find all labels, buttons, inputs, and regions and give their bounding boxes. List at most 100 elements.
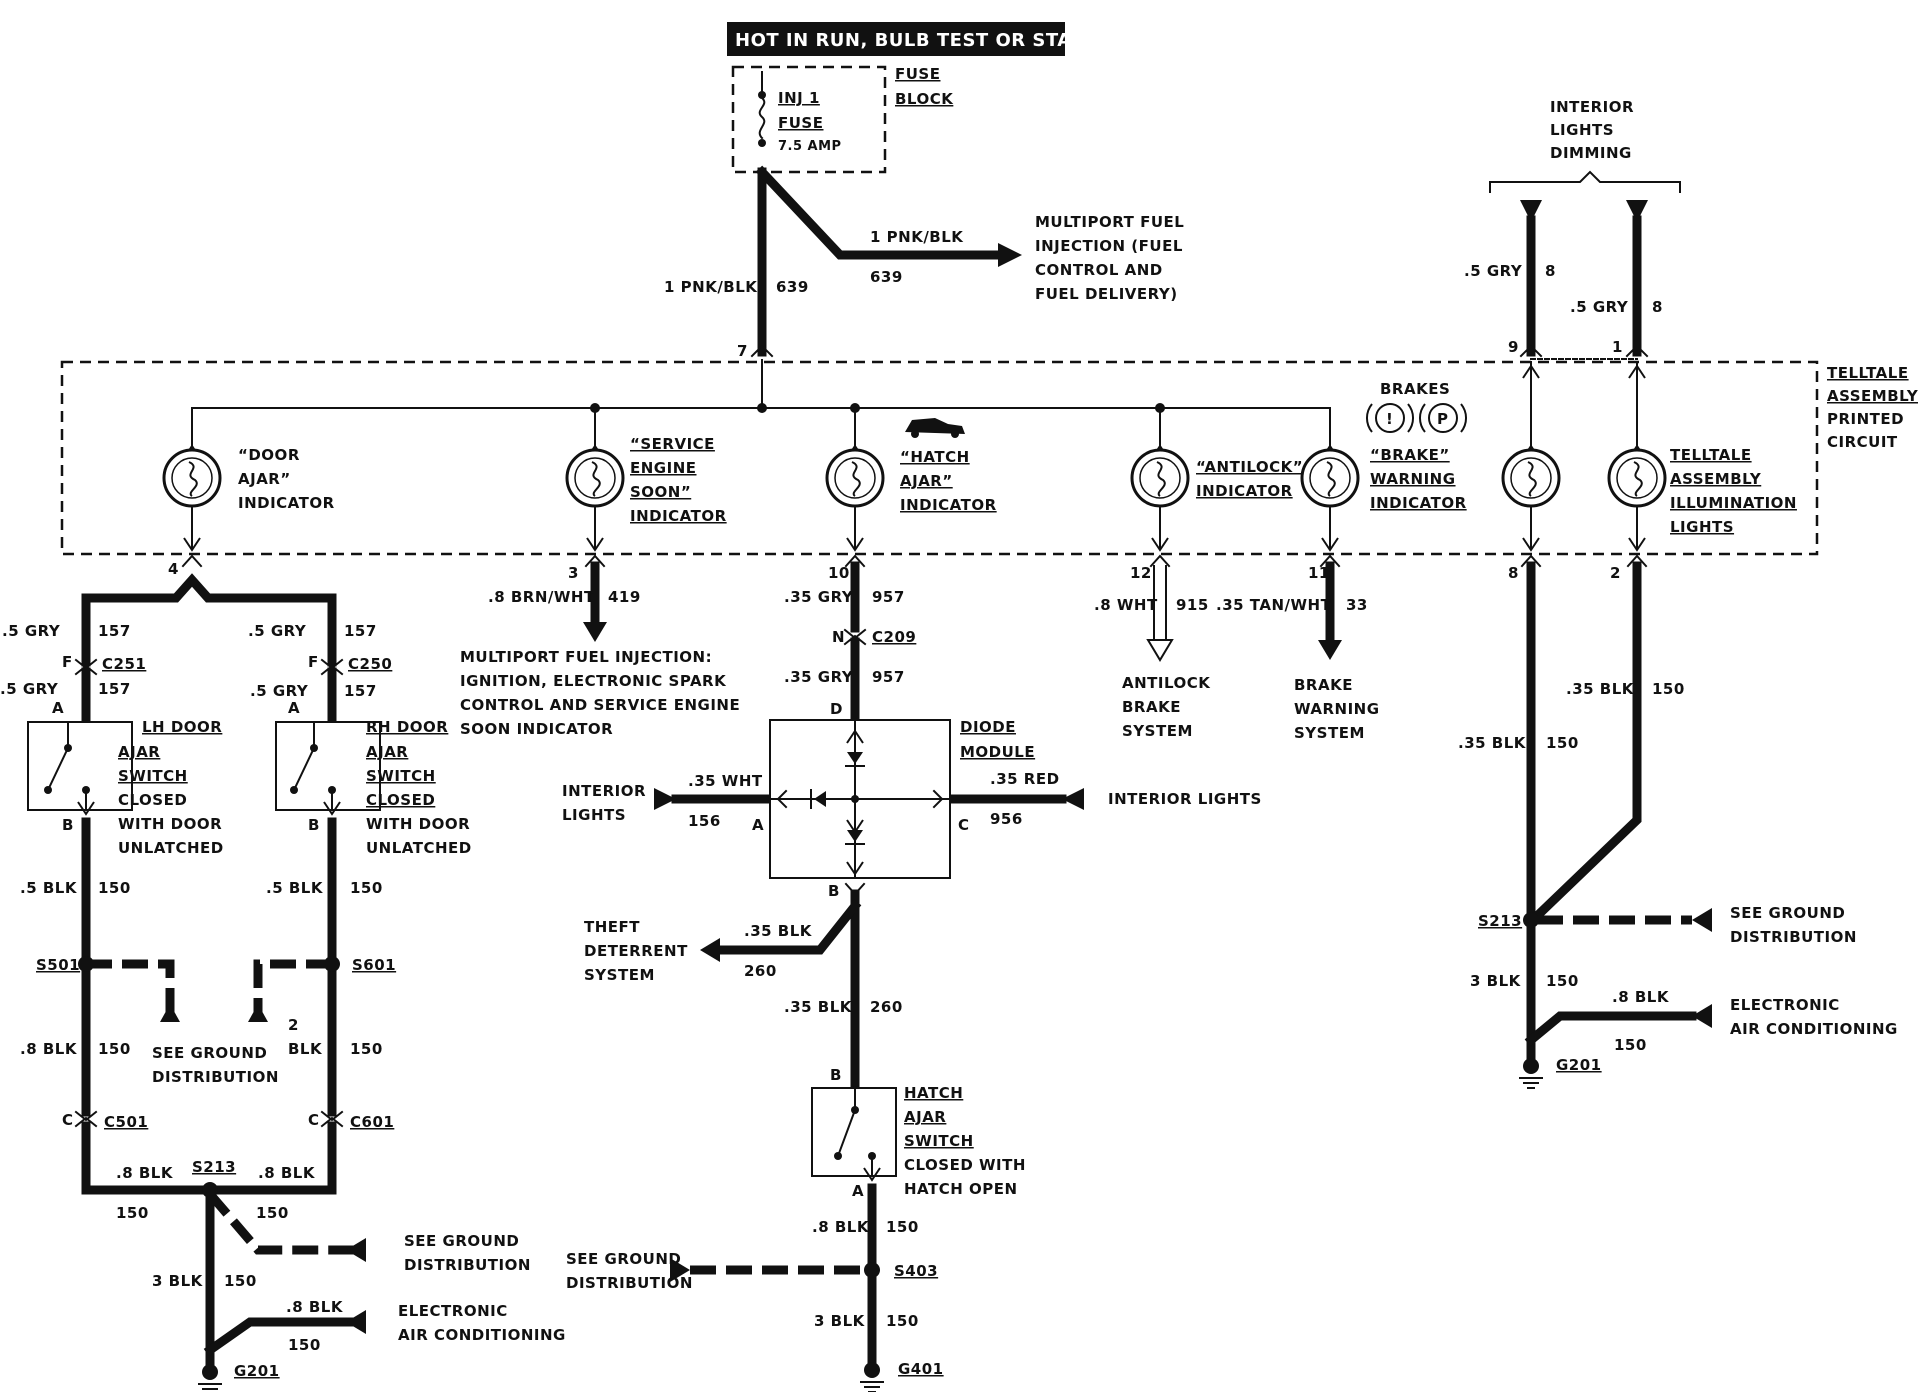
ground-ref-label: SEE GROUND	[404, 1232, 519, 1250]
pin-number: 12	[1130, 564, 1152, 582]
arrow-up-icon	[248, 1004, 268, 1022]
splice-id: S213	[192, 1158, 236, 1176]
switch-contact-icon	[46, 746, 70, 792]
arrow-left-icon	[346, 1238, 366, 1262]
arrow-down-icon	[583, 622, 607, 642]
indicator-label: AJAR”	[900, 472, 953, 490]
indicator-label: INDICATOR	[630, 507, 727, 525]
diode-icon	[810, 789, 826, 809]
ground-id: G201	[234, 1362, 280, 1380]
indicator-label: “DOOR	[238, 446, 300, 464]
wire-circuit: 33	[1346, 596, 1368, 614]
ground-icon	[1518, 1057, 1544, 1089]
header-text: HOT IN RUN, BULB TEST OR START	[735, 30, 1098, 51]
destination-label: MULTIPORT FUEL INJECTION:	[460, 648, 712, 666]
indicator-label: LIGHTS	[1670, 518, 1734, 536]
wire-gauge: .5 BLK	[20, 879, 78, 897]
destination-label: LIGHTS	[562, 806, 626, 824]
pin-number: 10	[828, 564, 850, 582]
wire-circuit: 156	[688, 812, 721, 830]
switch-label: WITH DOOR	[366, 815, 470, 833]
service-engine-branch: 3 .8 BRN/WHT 419 MULTIPORT FUEL INJECTIO…	[460, 554, 740, 738]
switch-label: RH DOOR	[366, 718, 448, 736]
pin-letter: A	[52, 699, 64, 717]
destination-label: CONTROL AND	[1035, 261, 1163, 279]
indicator-label: INDICATOR	[1370, 494, 1467, 512]
arrow-right-icon	[670, 1258, 690, 1282]
wire-gauge: 2	[288, 1016, 299, 1034]
wire-circuit: 260	[744, 962, 777, 980]
indicator-label: TELLTALE	[1670, 446, 1752, 464]
destination-label: DETERRENT	[584, 942, 688, 960]
arrow-up-icon	[160, 1004, 180, 1022]
switch-label: AJAR	[118, 743, 160, 761]
switch-label: CLOSED	[118, 791, 187, 809]
destination-label: FUEL DELIVERY)	[1035, 285, 1178, 303]
destination-label: INJECTION (FUEL	[1035, 237, 1183, 255]
destination-label: CONTROL AND SERVICE ENGINE	[460, 696, 740, 714]
pin-number: 7	[737, 342, 748, 360]
fuse-block-label-2: BLOCK	[895, 90, 954, 108]
pin-number: 2	[1610, 564, 1621, 582]
brakes-label: BRAKES	[1380, 380, 1450, 398]
switch-label: WITH DOOR	[118, 815, 222, 833]
wire-circuit: 150	[256, 1204, 289, 1222]
arrow-down-icon	[1318, 640, 1342, 660]
destination-label: SOON INDICATOR	[460, 720, 613, 738]
fuse-icon	[758, 96, 766, 140]
splice-id: S601	[352, 956, 396, 974]
wire-gauge: .8 BLK	[812, 1218, 870, 1236]
wire-circuit: 260	[870, 998, 903, 1016]
destination-label: SYSTEM	[1122, 722, 1193, 740]
bulb-icon	[565, 448, 625, 508]
wire-gauge: .5 GRY	[0, 680, 59, 698]
diode-module	[769, 719, 951, 879]
wire-circuit: 150	[886, 1312, 919, 1330]
fuse-block-label-1: FUSE	[895, 65, 940, 83]
switch-label: HATCH OPEN	[904, 1180, 1018, 1198]
wire-circuit: 157	[344, 622, 377, 640]
wire-gauge: .8 BLK	[258, 1164, 316, 1182]
wire-circuit: 150	[886, 1218, 919, 1236]
switch-contact-icon	[836, 1108, 857, 1158]
hatch-ajar-switch	[811, 1087, 897, 1181]
dimming-feed: INTERIOR LIGHTS DIMMING .5 GRY 8 .5 GRY …	[1464, 98, 1681, 360]
wire-circuit: 419	[608, 588, 641, 606]
wire-circuit: 150	[116, 1204, 149, 1222]
wire-circuit: 150	[224, 1272, 257, 1290]
door-ajar-branch: 4 .5 GRY 157 F C251 .5 GRY 157 A LH DOOR…	[0, 554, 565, 1392]
wire-gauge: BLK	[288, 1040, 323, 1058]
arrow-down-icon	[1626, 200, 1648, 222]
arrow-left-icon	[346, 1310, 366, 1334]
switch-label: CLOSED WITH	[904, 1156, 1026, 1174]
main-feed: 1 PNK/BLK 639 1 PNK/BLK 639 MULTIPORT FU…	[664, 165, 1184, 360]
wire-circuit: 915	[1176, 596, 1209, 614]
wire-gauge: .35 BLK	[784, 998, 853, 1016]
bracket	[1489, 170, 1681, 193]
diode-icon	[845, 752, 865, 767]
pin-letter: N	[832, 628, 845, 646]
wire-gauge: 1 PNK/BLK	[870, 228, 964, 246]
brakes-icons: BRAKES ! P	[1365, 380, 1468, 433]
ground-icon	[859, 1361, 885, 1392]
antilock-branch: 12 .8 WHT 915 ANTILOCK BRAKE SYSTEM	[1094, 554, 1211, 740]
wire-circuit: 157	[98, 680, 131, 698]
wire-circuit: 150	[288, 1336, 321, 1354]
pin-letter: A	[752, 816, 764, 834]
indicator-label: ILLUMINATION	[1670, 494, 1797, 512]
indicator-label: INDICATOR	[1196, 482, 1293, 500]
wire-gauge: .5 BLK	[266, 879, 324, 897]
wire-gauge: .35 GRY	[784, 588, 854, 606]
wire-circuit: 150	[1614, 1036, 1647, 1054]
connector-id: C209	[872, 628, 916, 646]
wire-circuit: 150	[350, 1040, 383, 1058]
bulb-icon	[1501, 448, 1561, 508]
wire-gauge: .5 GRY	[1570, 298, 1629, 316]
wire-circuit: 157	[344, 682, 377, 700]
wire-circuit: 8	[1652, 298, 1663, 316]
switch-label: SWITCH	[118, 767, 188, 785]
switch-label: CLOSED	[366, 791, 435, 809]
connector-icon	[74, 1110, 98, 1128]
wire-circuit: 8	[1545, 262, 1556, 280]
ground-id: G401	[898, 1360, 944, 1378]
